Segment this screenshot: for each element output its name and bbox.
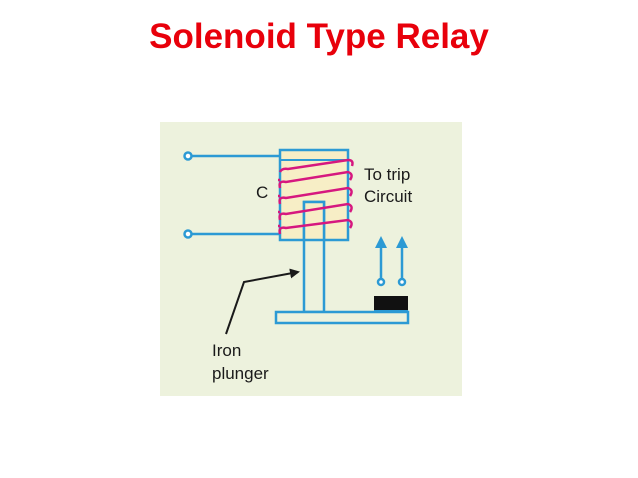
relay-diagram-svg: C To trip Circuit Iron plunger bbox=[183, 148, 412, 383]
contact-bar bbox=[274, 310, 410, 325]
trip-circuit-arrows bbox=[375, 236, 408, 287]
slide-title: Solenoid Type Relay bbox=[149, 17, 489, 56]
coil-label: C bbox=[256, 183, 268, 202]
trip-label-line1: To trip bbox=[364, 165, 410, 184]
trip-arrow-right-head bbox=[396, 236, 408, 248]
trip-label-line2: Circuit bbox=[364, 187, 412, 206]
trip-arrow-left-head bbox=[375, 236, 387, 248]
trip-terminal-left bbox=[376, 277, 386, 287]
plunger-label-line1: Iron bbox=[212, 341, 241, 360]
relay-diagram: C To trip Circuit Iron plunger bbox=[160, 122, 462, 396]
plunger-label-line2: plunger bbox=[212, 364, 269, 383]
coil-side-dots bbox=[278, 178, 282, 228]
coil-turn-2 bbox=[278, 170, 353, 189]
contact-block-base bbox=[374, 310, 408, 313]
coil-turn-3 bbox=[278, 186, 353, 205]
plunger-pointer-arrow bbox=[225, 268, 300, 335]
coil-turn-5 bbox=[278, 218, 353, 235]
coil-turn-1 bbox=[278, 158, 354, 173]
coil-windings bbox=[278, 158, 354, 235]
trip-terminal-right bbox=[397, 277, 407, 287]
terminal-bottom bbox=[183, 229, 193, 239]
input-terminals bbox=[183, 151, 280, 239]
coil-turn-4 bbox=[278, 202, 353, 221]
terminal-top bbox=[183, 151, 193, 161]
contact-block bbox=[374, 296, 408, 310]
